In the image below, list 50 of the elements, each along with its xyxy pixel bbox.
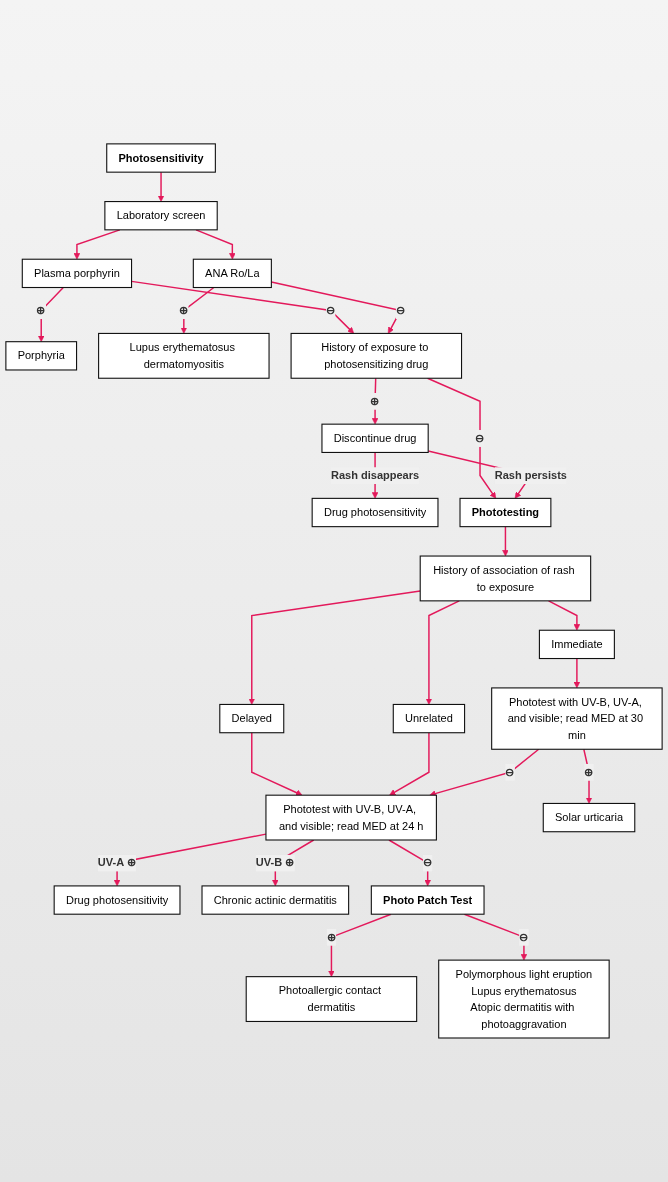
- arrow: [429, 748, 540, 797]
- edge-label: ⊕: [370, 394, 380, 407]
- arrow: [328, 913, 392, 977]
- node-box: Drug photosensitivity: [311, 497, 439, 528]
- edge-label: UV-B ⊕: [255, 856, 295, 869]
- edge-label: ⊕: [179, 303, 189, 317]
- arrow: [573, 657, 581, 689]
- node-box: Polymorphous light eruption Lupus erythematosus Atopic dermatitis with photoaggravation: [438, 959, 610, 1039]
- node-box: Phototesting: [459, 497, 552, 528]
- arrow: [425, 600, 460, 705]
- edge-label: Rash persists: [494, 468, 567, 482]
- node-box: Photoallergic contact dermatitis: [245, 976, 418, 1023]
- node-box: Laboratory screen: [104, 201, 218, 231]
- node-box: Photo Patch Test: [370, 885, 485, 915]
- node-box: Chronic actinic dermatitis: [201, 885, 350, 915]
- node-box: Phototest with UV-B, UV-A, and visible; read MED at 30 min: [491, 687, 663, 750]
- edge-label: ⊖: [519, 930, 529, 943]
- edge-label: ⊖: [325, 303, 336, 317]
- arrow: [195, 229, 236, 260]
- arrow: [73, 229, 121, 260]
- arrow: [157, 171, 165, 202]
- node-box: History of exposure to photosensitizing drug: [290, 332, 463, 379]
- node-box: Unrelated: [392, 703, 466, 734]
- arrow: [547, 600, 581, 631]
- node-box: Immediate: [538, 629, 615, 660]
- node-box: Phototest with UV-B, UV-A, and visible; read MED at 24 h: [265, 794, 437, 841]
- arrow: [426, 377, 497, 499]
- edge-label: ⊖: [395, 303, 406, 317]
- edge-label: UV-A ⊕: [97, 856, 137, 869]
- edge-label: ⊕: [36, 303, 46, 317]
- node-box: Photosensitivity: [106, 143, 216, 173]
- edge-label: ⊕: [326, 930, 337, 943]
- node-box: History of association of rash to exposure: [419, 555, 592, 602]
- node-box: Solar urticaria: [542, 802, 636, 833]
- node-box: Discontinue drug: [321, 423, 429, 454]
- node-box: Drug photosensitivity: [53, 885, 181, 915]
- node-box: Porphyria: [5, 341, 78, 371]
- arrow: [248, 590, 421, 705]
- edge-label: Rash disappears: [330, 468, 420, 482]
- edge-label: ⊖: [475, 431, 485, 445]
- node-box: Delayed: [219, 703, 285, 734]
- node-box: Lupus erythematosus dermatomyositis: [98, 332, 270, 379]
- edge-label: ⊖: [505, 765, 515, 778]
- arrow: [251, 732, 303, 796]
- node-box: Plasma porphyrin: [21, 258, 133, 289]
- node-box: ANA Ro/La: [192, 258, 272, 289]
- edge-label: ⊖: [422, 856, 433, 869]
- arrow: [502, 525, 509, 557]
- arrow: [389, 732, 430, 796]
- edge-label: ⊕: [584, 765, 594, 778]
